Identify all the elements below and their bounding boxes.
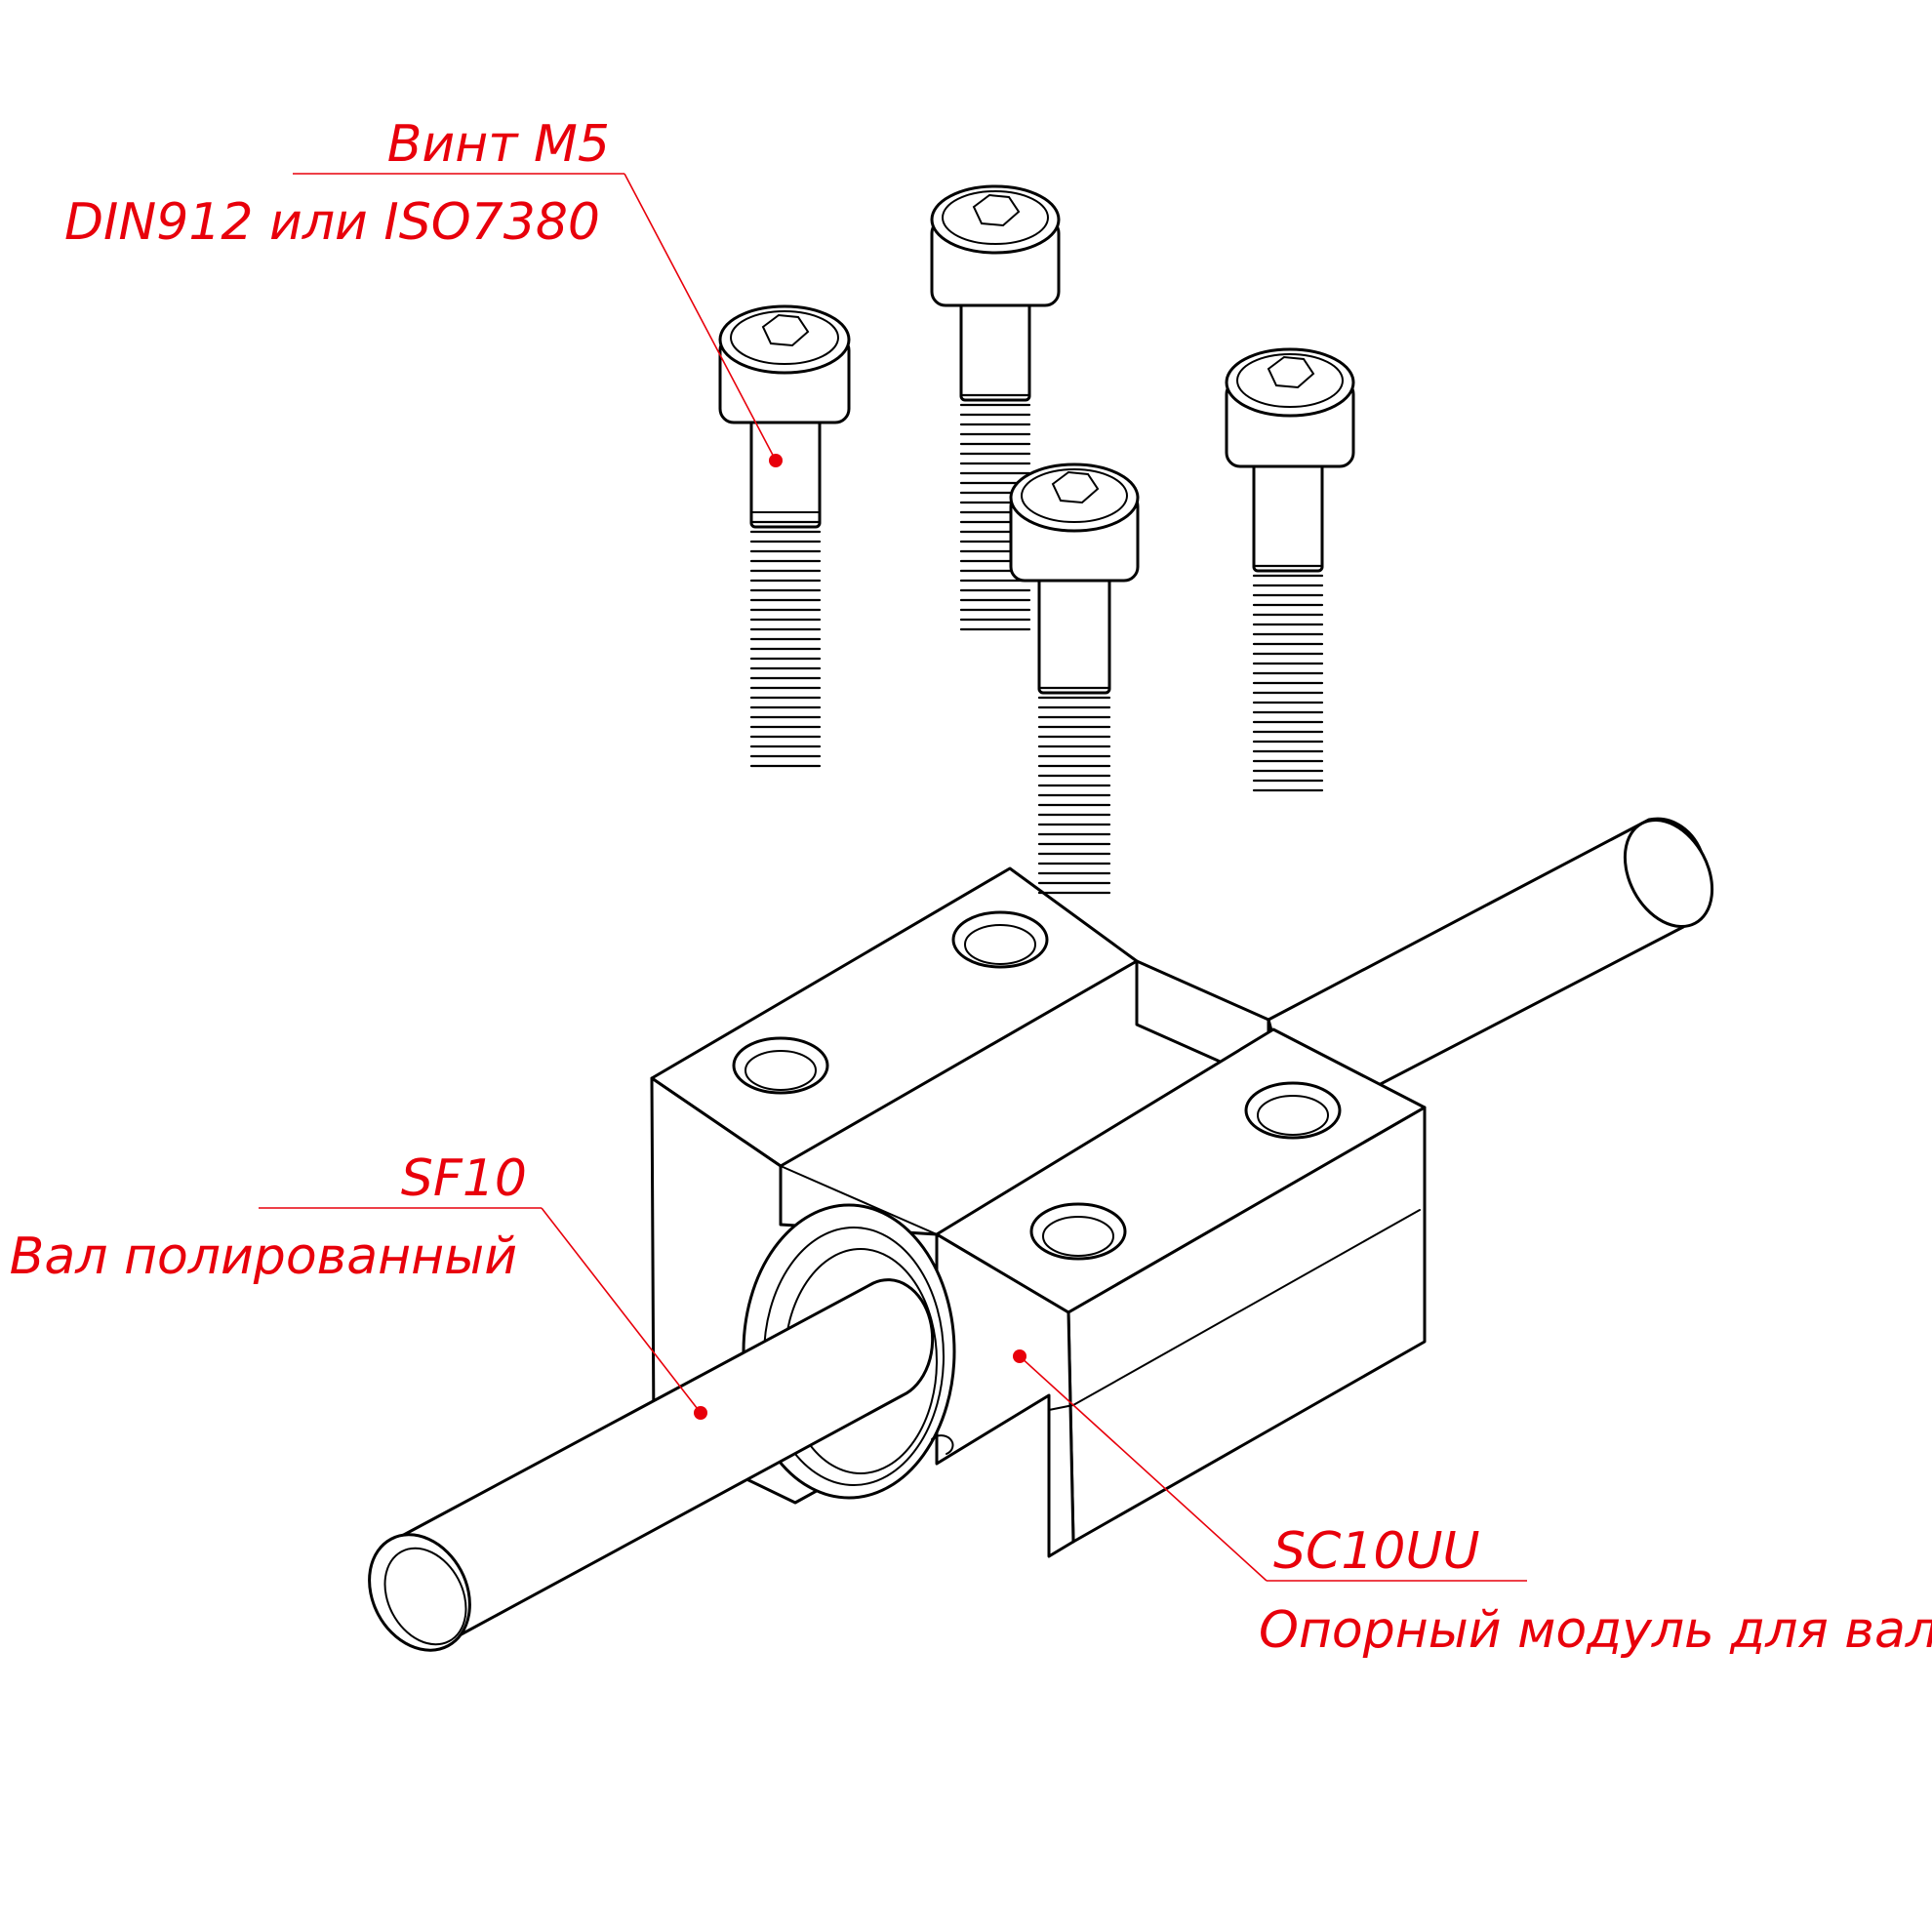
callout-screw-line1: Винт М5 xyxy=(387,115,610,174)
screw-left xyxy=(718,304,851,768)
hex-socket-icon xyxy=(761,313,810,347)
screw-right xyxy=(1225,347,1355,792)
hex-socket-icon xyxy=(1051,470,1100,504)
callout-screw: Винт М5 DIN912 или ISO7380 xyxy=(64,115,783,467)
callout-shaft-line1: SF10 xyxy=(401,1149,527,1208)
thread-lines xyxy=(1037,686,1111,895)
callout-dot xyxy=(694,1406,707,1420)
callout-shaft-line2: Вал полированный xyxy=(10,1228,517,1286)
callout-shaft: SF10 Вал полированный xyxy=(10,1149,707,1420)
mounting-hole xyxy=(1244,1081,1342,1140)
hex-socket-icon xyxy=(1267,355,1315,389)
thread-lines xyxy=(959,393,1031,631)
module-left-top xyxy=(650,866,1139,1168)
hex-socket-icon xyxy=(972,193,1021,227)
mounting-hole xyxy=(732,1036,829,1095)
callout-module-line1: SC10UU xyxy=(1273,1522,1480,1581)
callout-dot xyxy=(769,454,783,467)
thread-lines xyxy=(749,520,822,768)
module-right-face xyxy=(935,1232,1075,1558)
callout-module: SC10UU Опорный модуль для вала xyxy=(1013,1349,1932,1660)
screw-front xyxy=(1009,463,1140,895)
screw-back xyxy=(930,184,1061,631)
mounting-hole xyxy=(1029,1202,1127,1261)
shaft-front xyxy=(368,1278,935,1652)
callout-module-line2: Опорный модуль для вала xyxy=(1259,1601,1932,1660)
callout-screw-line2: DIN912 или ISO7380 xyxy=(64,193,600,252)
thread-lines xyxy=(1252,564,1324,792)
callout-dot xyxy=(1013,1349,1026,1363)
mounting-hole xyxy=(951,910,1049,969)
shaft-back xyxy=(1267,817,1714,1129)
